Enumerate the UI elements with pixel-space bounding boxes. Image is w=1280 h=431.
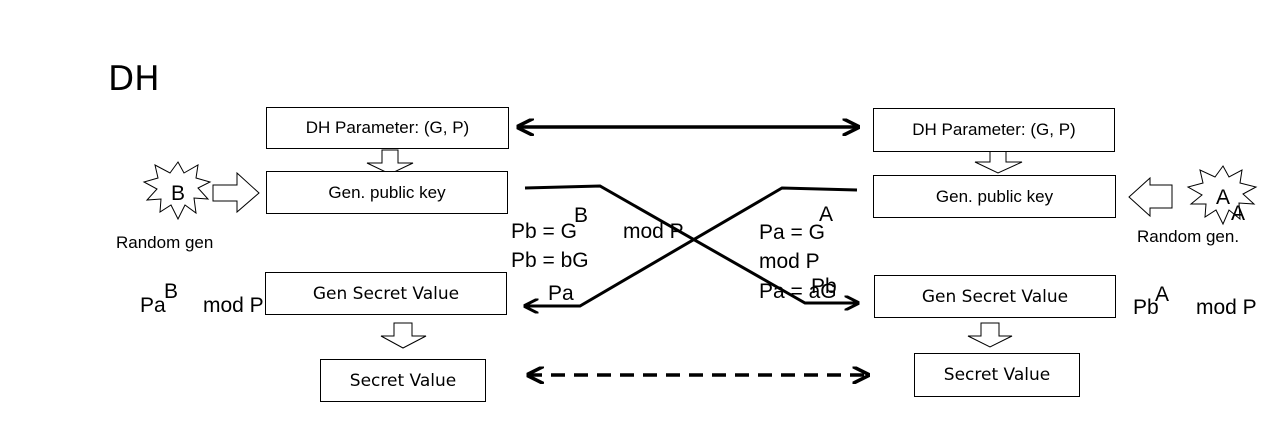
- exchange-pb-line: [524, 184, 858, 303]
- left-formula-base: Pa: [140, 294, 166, 317]
- down-arrow-left-2: [380, 322, 427, 349]
- right-pubkey-box: Gen. public key: [873, 175, 1116, 218]
- left-arrow-right: [1128, 176, 1173, 218]
- right-random-letter-shadow: A: [1231, 202, 1246, 225]
- right-random-letter: A: [1216, 186, 1231, 209]
- left-value-box: Secret Value: [320, 359, 486, 402]
- right-formula-exponent: A: [1155, 283, 1170, 306]
- left-secret-box: Gen Secret Value: [265, 272, 507, 315]
- down-arrow-right-2: [967, 322, 1013, 348]
- pa-formula-line2: Pa = aG: [759, 280, 837, 303]
- down-arrow-left-1: [366, 149, 414, 175]
- random-burst-left-icon: [142, 161, 212, 221]
- left-param-box: DH Parameter: (G, P): [266, 107, 509, 149]
- right-formula-mod: mod P: [1196, 296, 1257, 319]
- right-value-box: Secret Value: [914, 353, 1080, 397]
- pa-formula-line1: Pa = G: [759, 221, 825, 244]
- exchange-pa-line: [525, 186, 858, 306]
- pa-received-label: Pa: [548, 282, 574, 305]
- right-random-label: Random gen.: [1137, 227, 1240, 246]
- right-secret-box: Gen Secret Value: [874, 275, 1116, 318]
- pa-mod: mod P: [759, 250, 820, 273]
- left-pubkey-box: Gen. public key: [266, 171, 508, 214]
- pb-mod: mod P: [623, 220, 684, 243]
- left-random-label: Random gen: [116, 233, 214, 252]
- right-arrow-left: [212, 171, 260, 214]
- right-param-box: DH Parameter: (G, P): [873, 108, 1115, 152]
- left-random-letter: B: [171, 182, 186, 205]
- page-title: DH: [108, 59, 160, 99]
- right-formula-base: Pb: [1133, 296, 1159, 319]
- pb-formula-line1: Pb = G: [511, 220, 577, 243]
- left-formula-exponent: B: [164, 280, 179, 303]
- down-arrow-right-1: [974, 149, 1023, 174]
- pb-received-label: Pb: [811, 275, 837, 298]
- random-burst-right-icon: [1186, 165, 1258, 226]
- left-formula-mod: mod P: [203, 294, 264, 317]
- pb-exponent: B: [574, 204, 589, 227]
- pa-exponent: A: [819, 203, 834, 226]
- pb-formula-line2: Pb = bG: [511, 249, 589, 272]
